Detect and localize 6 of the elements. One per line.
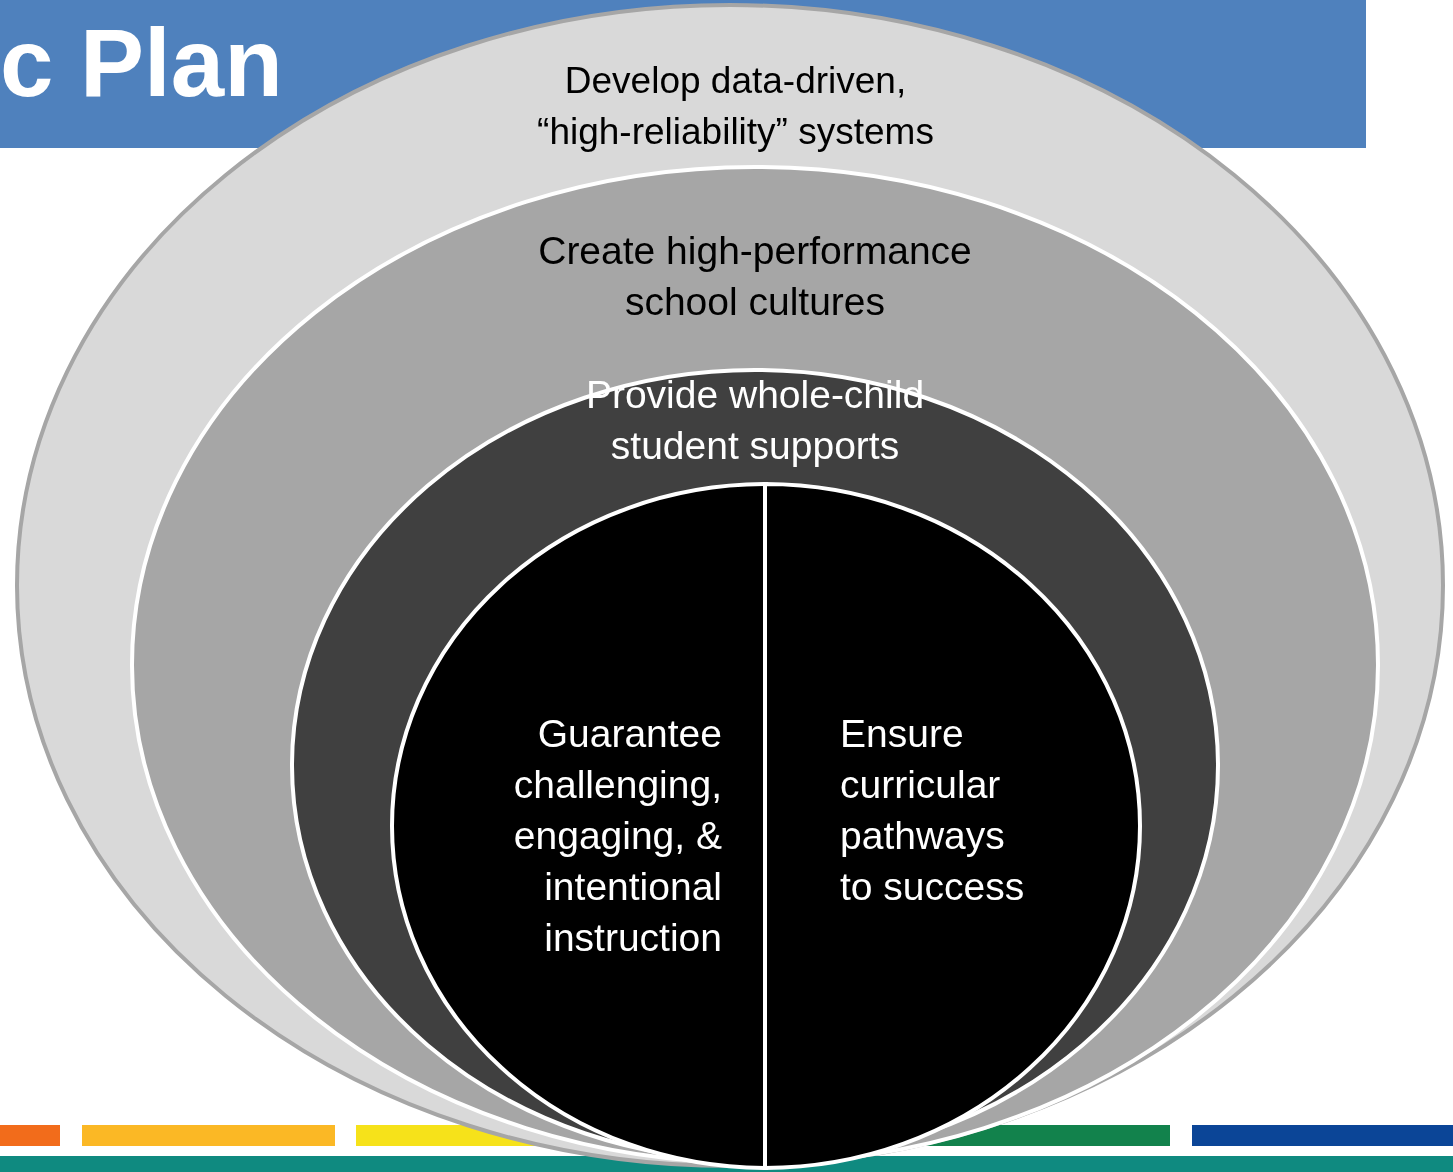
layer-label: Create high-performance school cultures: [537, 228, 973, 325]
page-title: c Plan: [0, 8, 283, 118]
layer-label: Guarantee challenging, engaging, & intentional instruction: [512, 711, 722, 961]
layer-label: Provide whole-child student supports: [584, 372, 926, 469]
layer-label: Develop data-driven, “high-reliability” systems: [536, 59, 935, 154]
layer-label: Ensure curricular pathways to success: [840, 711, 1026, 910]
